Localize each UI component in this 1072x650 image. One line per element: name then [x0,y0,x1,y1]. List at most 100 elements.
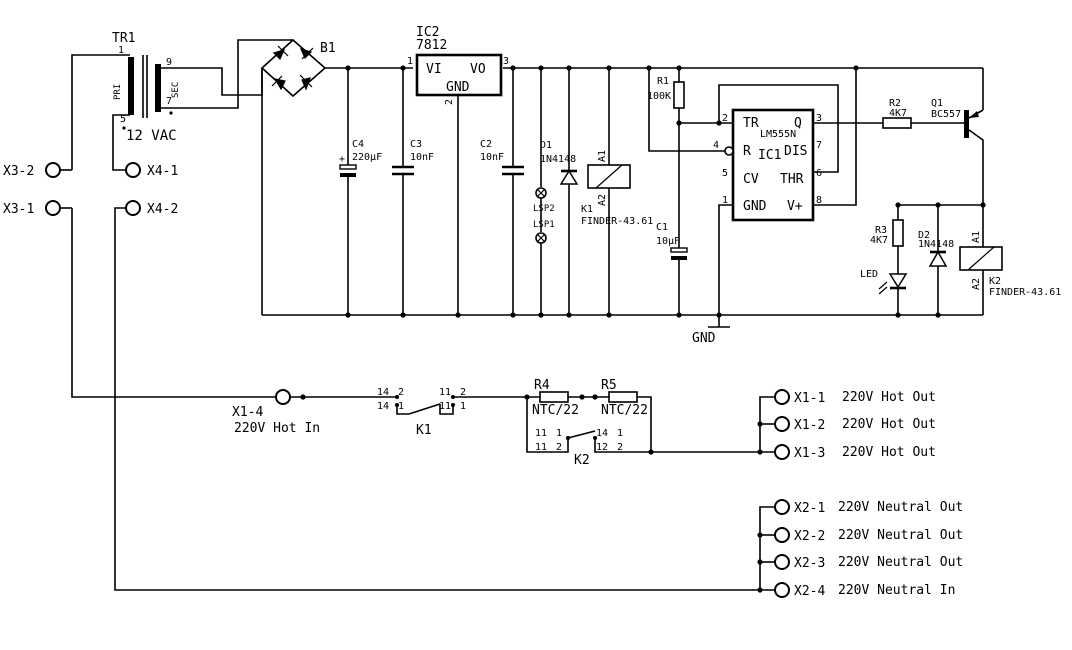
k1-coil-name: K1 [581,204,593,215]
k2-sw-14: 14 [596,428,608,439]
r2-value: 4K7 [889,108,907,119]
k2-coil-name: K2 [989,276,1001,287]
ic2-label: IC2 [416,25,439,40]
x2-4-desc: 220V Neutral In [838,583,955,598]
x2-1-desc: 220V Neutral Out [838,500,963,515]
b1-label: B1 [320,41,336,56]
k2-sw-11b: 11 [535,442,547,453]
r4-value: NTC/22 [532,403,579,418]
tr1-voltage: 12 VAC [126,128,177,144]
k1-sw-p2a: 2 [398,387,404,398]
x2-2-desc: 220V Neutral Out [838,528,963,543]
ic1-pin2: 2 [722,113,728,124]
lsp2-label: LSP2 [533,204,555,214]
ic2-vi: VI [426,62,442,77]
k1-sw-p1b: 1 [460,401,466,412]
thermistor-r4: R4 NTC/22 [532,378,579,418]
k1-sw-p1a: 1 [398,401,404,412]
led-label: LED [860,269,878,280]
relay-k2-coil: A1 A2 K2 FINDER-43.61 [959,231,1061,298]
resistor-r1: R1 100K [647,68,685,248]
x1-3-label: X1-3 [794,446,825,461]
ic1-vplus: V+ [787,199,803,214]
k1-sw-11a: 11 [439,387,451,398]
ic2-pin1: 1 [407,56,413,67]
k1-sw-11b: 11 [439,401,451,412]
c4-label: C4 [352,139,364,150]
ic1-pin6: 6 [816,168,822,179]
capacitor-c3: C3 10nF [392,68,434,315]
bridge-rectifier-b1: B1 [260,38,336,98]
x2-2-label: X2-2 [794,529,825,544]
tr1-sec: SEC [171,82,181,98]
ic1-pin4: 4 [713,140,719,151]
ic1-dis: DIS [784,144,807,159]
ic1-pin1: 1 [722,195,728,206]
connectors-x1: X1-1 220V Hot Out X1-2 220V Hot Out X1-3… [757,389,936,461]
ic1-q: Q [794,116,802,131]
k2-coil-model: FINDER-43.61 [989,287,1061,298]
k1-coil-a1: A1 [597,150,608,162]
diode-d1: D1 1N4148 [540,68,579,315]
r4-label: R4 [534,378,550,393]
ic2-pin3: 3 [503,56,509,67]
ic1-pin8: 8 [816,195,822,206]
diode-d2: D2 1N4148 [918,205,954,315]
k2-sw-12: 12 [596,442,608,453]
x2-1-label: X2-1 [794,501,825,516]
tr1-secondary-core [155,64,161,112]
lamps-lsp: LSP2 LSP1 [533,68,555,315]
q1-label: Q1 [931,98,943,109]
ic1-pin7: 7 [816,140,822,151]
r5-value: NTC/22 [601,403,648,418]
tr1-pin1: 1 [118,45,124,56]
c2-label: C2 [480,139,492,150]
tr1-pri: PRI [113,84,123,100]
connectors-x2: X2-1 220V Neutral Out X2-2 220V Neutral … [757,499,963,599]
ic1-name: IC1 [758,148,781,163]
x3-2-label: X3-2 [3,164,34,179]
resistor-r2: R2 4K7 [882,98,912,129]
junctions-dc [345,65,986,318]
k2-coil-a2: A2 [971,278,982,290]
x4-2-label: X4-2 [147,202,178,217]
relay-k1-coil: A1 A2 K1 FINDER-43.61 [581,68,653,315]
tr1-pin9: 9 [166,57,172,68]
tr1-primary-core [128,57,134,115]
relay-k1-switch: 14 14 2 1 11 11 2 1 K1 [377,387,466,438]
ic2-vo: VO [470,62,486,77]
r2-label: R2 [889,98,901,109]
ic2-gnd: GND [446,80,470,95]
resistor-r3: R3 4K7 [870,205,904,274]
ic1-tr: TR [743,116,759,131]
x1-2-desc: 220V Hot Out [842,417,936,432]
k2-sw-p2b: 2 [617,442,623,453]
r1-label: R1 [657,76,669,87]
tr1-pin7: 7 [166,96,172,107]
r1-value: 100K [647,91,671,102]
ic2-part: 7812 [416,38,447,53]
d2-value: 1N4148 [918,239,954,250]
x2-3-label: X2-3 [794,556,825,571]
r5-label: R5 [601,378,617,393]
k1-sw-label: K1 [416,423,432,438]
q1-value: BC557 [931,109,961,120]
ic1-pin5: 5 [722,168,728,179]
ic1-gnd: GND [743,199,767,214]
x1-3-desc: 220V Hot Out [842,445,936,460]
ic1-pin3: 3 [816,113,822,124]
c4-value: 220µF [352,152,382,163]
svg-text:+: + [339,154,345,165]
k2-sw-p1a: 1 [556,428,562,439]
connectors-left: X3-2 X3-1 X4-1 X4-2 [3,162,178,217]
x2-4-label: X2-4 [794,584,825,599]
ic1-thr: THR [780,172,804,187]
r3-value: 4K7 [870,235,888,246]
x1-4-label: X1-4 [232,405,263,420]
k2-sw-p1b: 1 [617,428,623,439]
tr1-pin5: 5 [120,114,126,125]
d1-label: D1 [540,140,552,151]
c1-label: C1 [656,222,668,233]
c3-label: C3 [410,139,422,150]
